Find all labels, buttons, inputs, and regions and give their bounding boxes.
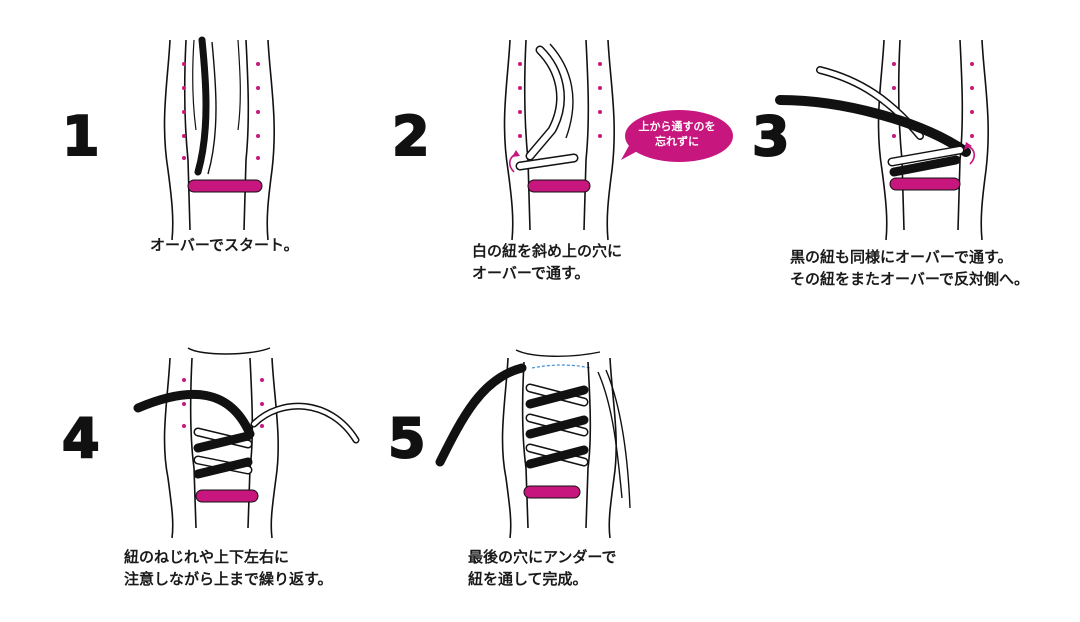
shoe-outline-left: [163, 39, 174, 241]
hint-line: [531, 364, 591, 369]
step-2-caption: 白の紐を斜め上の穴に オーバーで通す。: [472, 242, 623, 282]
tongue-left: [183, 39, 191, 231]
black-lace: [194, 36, 210, 176]
step-1-illustration: [150, 36, 290, 241]
step-3-illustration: [775, 39, 1010, 241]
black-lace-loose: [133, 389, 255, 439]
black-lace-end: [435, 363, 527, 467]
black-lace-up: [775, 95, 971, 157]
tongue-right: [243, 39, 250, 231]
black-lace-cross: [889, 155, 961, 177]
step-3-caption: 黒の紐も同様にオーバーで通す。 その紐をまたオーバーで反対側へ。: [790, 248, 1029, 288]
step-2-number: 2: [391, 105, 431, 168]
shoe-outline-right: [266, 39, 275, 241]
inner-flap-left: [192, 39, 197, 131]
eyelets-right: [256, 62, 260, 160]
step-3-number: 3: [751, 105, 791, 168]
eyelets-left: [182, 62, 186, 160]
step-4-caption: 紐のねじれや上下左右に 注意しながら上まで繰り返す。: [124, 548, 333, 588]
hint-bubble: 上から通すのを 忘れずに: [621, 108, 733, 166]
step-4-number: 4: [61, 407, 101, 470]
step-2-illustration: [490, 39, 630, 241]
bottom-bar: [187, 179, 263, 193]
step-4-illustration: [130, 347, 360, 539]
bubble-text: 上から通すのを 忘れずに: [638, 120, 716, 148]
white-lace-end-1: [597, 371, 623, 499]
step-5-caption: 最後の穴にアンダーで 紐を通して完成。: [468, 548, 617, 588]
step-5-number: 5: [387, 407, 427, 470]
cross-laces: [193, 427, 253, 479]
step-1-caption: オーバーでスタート。: [150, 236, 299, 254]
white-lace: [202, 39, 214, 173]
step-1-number: 1: [61, 105, 101, 168]
cross-laces: [525, 383, 589, 469]
step-5-illustration: [432, 348, 642, 539]
inner-flap-right: [237, 39, 241, 131]
